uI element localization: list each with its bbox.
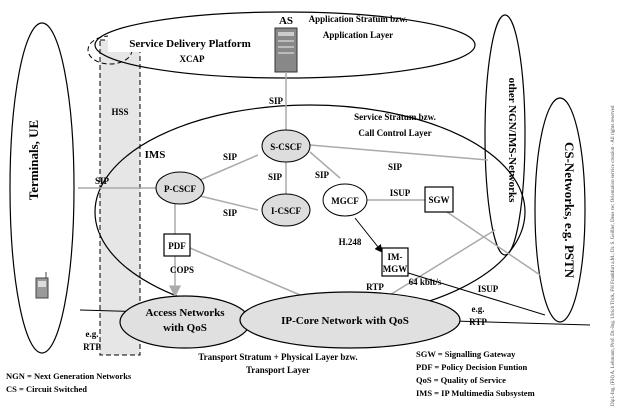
sdp-box	[108, 34, 270, 52]
rtp-label-left: RTP	[83, 342, 101, 352]
cs-networks-label: CS-Networks, e.g. PSTN	[562, 142, 577, 279]
isup-label-cs: ISUP	[478, 284, 499, 294]
rtp-label-right: RTP	[469, 317, 487, 327]
sip-label-terminal: SIP	[95, 176, 110, 186]
sip-label-p-i: SIP	[223, 208, 238, 218]
eg-label-right: e.g.	[472, 304, 485, 314]
legend-right-3: QoS = Quality of Service	[416, 375, 506, 385]
isup-label-mgcf: ISUP	[390, 188, 411, 198]
hss-label: HSS	[111, 107, 128, 117]
access-networks-label-1: Access Networks	[145, 307, 225, 319]
sgw-cs-link	[446, 211, 541, 276]
signalling-lines	[78, 72, 496, 299]
sip-label-as: SIP	[269, 96, 284, 106]
pdf-label: PDF	[168, 241, 186, 251]
eg-label-left: e.g.	[86, 329, 99, 339]
sip-label-other-ngn: SIP	[388, 162, 403, 172]
sgw-label: SGW	[428, 195, 449, 205]
mgcf-node	[322, 183, 368, 217]
i-cscf-node	[261, 193, 311, 227]
p-cscf-node	[155, 171, 205, 205]
s-cscf-node	[261, 129, 311, 163]
im-mgw-box	[381, 247, 409, 277]
as-server-icon	[274, 27, 298, 73]
mgcf-label: MGCF	[331, 196, 359, 206]
legend-right-4: IMS = IP Multimedia Subsystem	[416, 388, 535, 398]
pdf-box	[163, 233, 191, 257]
xcap-label: XCAP	[180, 54, 205, 64]
application-layer-ellipse	[94, 11, 476, 79]
hss-region	[99, 39, 141, 356]
application-layer-label-1: Application Stratum bzw.	[309, 14, 408, 24]
legend-left-2: CS = Circuit Switched	[6, 384, 87, 394]
h248-label: H.248	[339, 237, 362, 247]
other-ngn-ellipse	[484, 14, 526, 256]
legend-right-2: PDF = Policy Decision Funtion	[416, 362, 528, 372]
legend-left-1: NGN = Next Generation Networks	[6, 371, 132, 381]
service-layer-label-1: Service Stratum bzw.	[354, 112, 436, 122]
h248-arrow	[354, 217, 383, 253]
im-mgw-label-2: MGW	[383, 264, 408, 274]
service-layer-label-2: Call Control Layer	[358, 128, 431, 138]
s-cscf-label: S-CSCF	[270, 142, 302, 152]
ip-core-ellipse	[239, 291, 461, 349]
sip-label-p-s: SIP	[223, 152, 238, 162]
rtp-label-imgw: RTP	[366, 282, 384, 292]
rate-label: 64 kbit/s	[409, 277, 442, 287]
transport-layer-label-2: Transport Layer	[246, 365, 310, 375]
cops-label: COPS	[170, 265, 194, 275]
sip-label-s-mgcf: SIP	[315, 170, 330, 180]
sip-label-s-i: SIP	[268, 172, 283, 182]
other-ngn-label: other NGN/IMS-Networks	[506, 78, 518, 203]
as-label: AS	[279, 15, 293, 27]
transport-layer-label-1: Transport Stratum + Physical Layer bzw.	[198, 352, 357, 362]
i-cscf-label: I-CSCF	[271, 206, 302, 216]
sgw-box	[424, 186, 454, 213]
p-cscf-label: P-CSCF	[164, 184, 196, 194]
imgw-cs-link	[404, 271, 546, 316]
ims-label: IMS	[145, 149, 166, 161]
sdp-label: Service Delivery Platform	[129, 38, 251, 50]
application-layer-label-2: Application Layer	[323, 30, 393, 40]
cs-networks-ellipse	[534, 97, 586, 323]
access-networks-label-2: with QoS	[163, 322, 207, 334]
im-mgw-label-1: IM-	[388, 252, 403, 262]
ip-core-label: IP-Core Network with QoS	[281, 315, 409, 327]
credit-text: Dipl.-Ing. (FH) A. Lehmann, Prof. Dr.-In…	[611, 105, 616, 406]
terminals-ellipse	[9, 22, 75, 354]
phone-icon	[35, 272, 49, 299]
legend-right-1: SGW = Signalling Gateway	[416, 349, 516, 359]
terminals-label: Terminals, UE	[26, 120, 41, 200]
